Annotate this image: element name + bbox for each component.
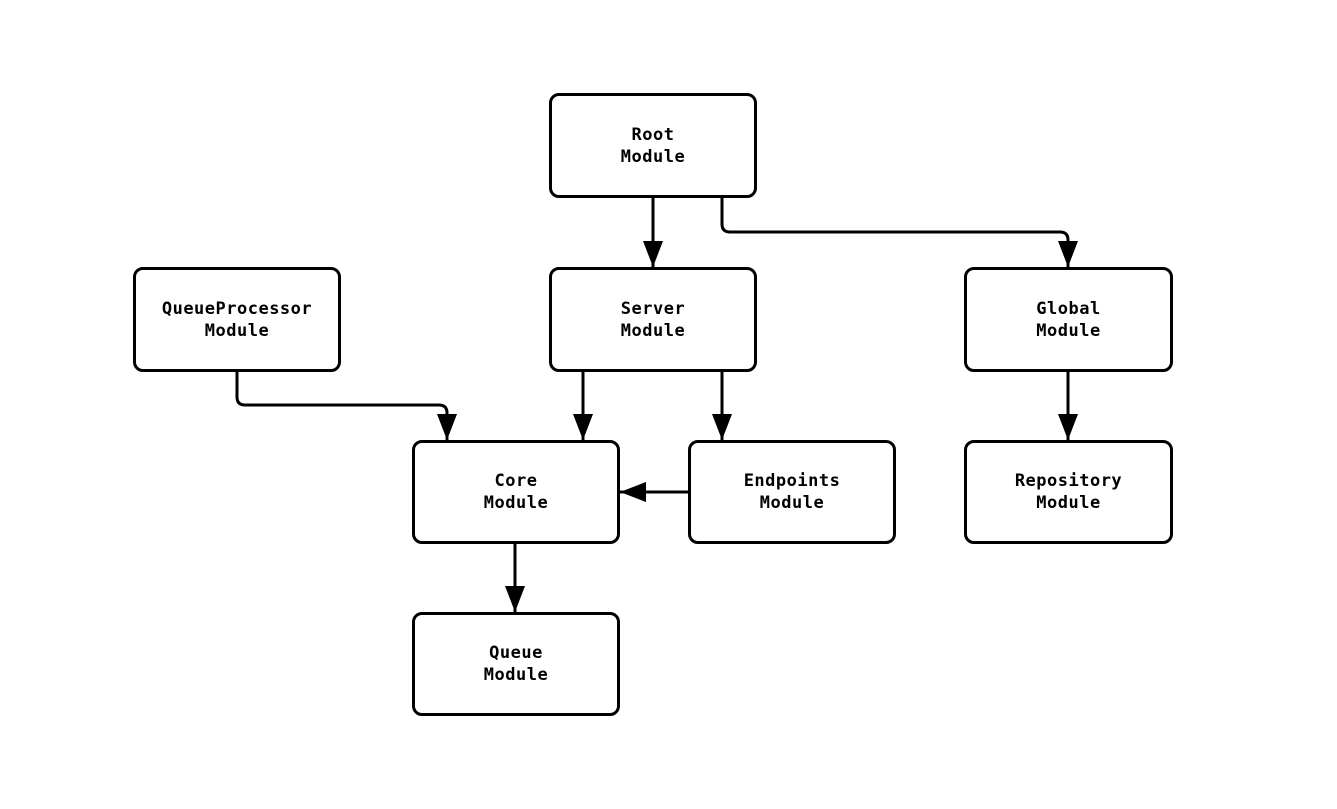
- node-label-global: Global Module: [1036, 298, 1101, 341]
- node-label-queueprocessor: QueueProcessor Module: [161, 298, 313, 341]
- node-server: Server Module: [549, 267, 757, 372]
- node-core: Core Module: [412, 440, 620, 544]
- node-label-endpoints: Endpoints Module: [743, 471, 841, 513]
- node-queueprocessor: QueueProcessor Module: [133, 267, 341, 372]
- node-global: Global Module: [964, 267, 1173, 372]
- node-repository: Repository Module: [964, 440, 1173, 544]
- node-queue: Queue Module: [412, 612, 620, 716]
- edge-queueprocessor-core: [235, 372, 457, 440]
- node-label-root: Root Module: [620, 124, 686, 167]
- node-label-queue: Queue Module: [483, 643, 549, 685]
- node-label-core: Core Module: [483, 471, 549, 513]
- node-endpoints: Endpoints Module: [688, 440, 896, 544]
- node-label-repository: Repository Module: [1014, 471, 1123, 513]
- edge-root-global: [720, 198, 1078, 267]
- node-root: Root Module: [549, 93, 757, 198]
- node-label-server: Server Module: [620, 298, 686, 341]
